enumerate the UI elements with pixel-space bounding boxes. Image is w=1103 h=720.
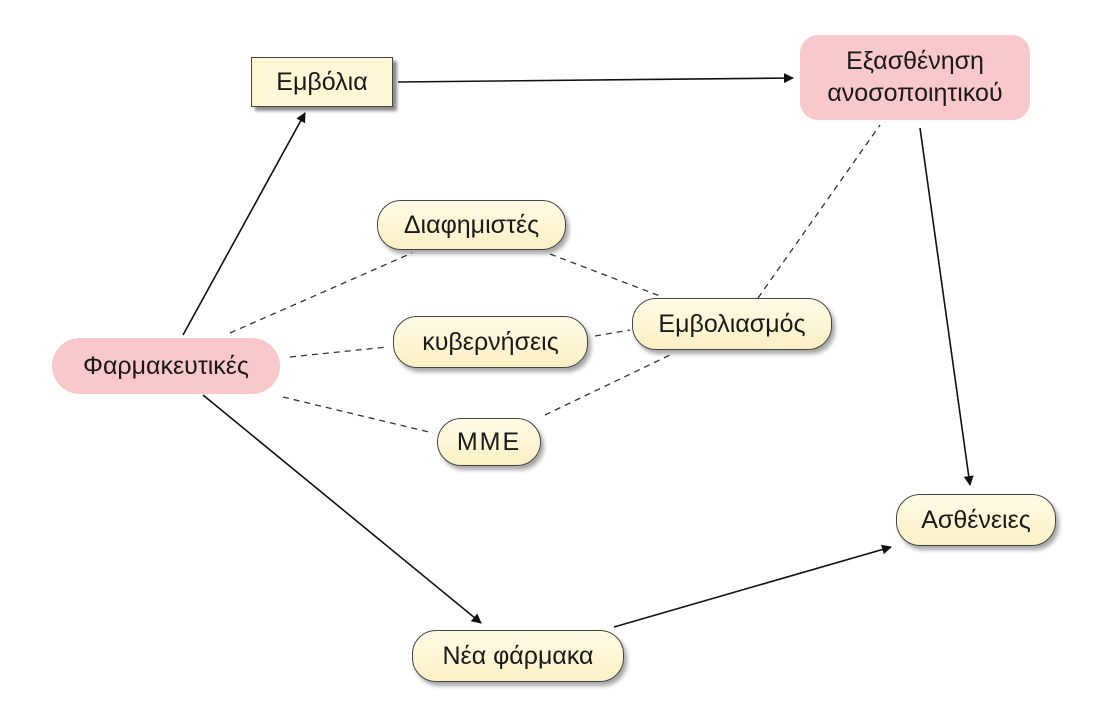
node-farmakeftikes: Φαρμακευτικές — [52, 338, 280, 394]
node-emvolia-label: Εμβόλια — [276, 68, 368, 96]
node-emvolia: Εμβόλια — [251, 57, 393, 107]
node-astheneies: Ασθένειες — [896, 494, 1056, 546]
node-exasthenisi-label-line2: ανοσοποιητικού — [827, 78, 1003, 107]
node-exasthenisi-label-line1: Εξασθένηση — [846, 47, 984, 76]
node-mme-label: ΜΜΕ — [456, 428, 522, 456]
node-farmakeftikes-label: Φαρμακευτικές — [83, 352, 249, 380]
node-emvoliasmos-label: Εμβολιασμός — [658, 310, 806, 338]
dashed-link-kyverniseis-emvoliasmos — [594, 329, 631, 337]
dashed-link-mme-emvoliasmos — [544, 354, 671, 416]
dashed-link-farmakeftikes-diafimistes — [229, 252, 413, 334]
dashed-link-farmakeftikes-kyverniseis — [289, 346, 388, 358]
dashed-link-farmakeftikes-mme — [282, 396, 434, 434]
dashed-link-diafimistes-emvoliasmos — [549, 253, 661, 297]
arrow-farmakeftikes-to-emvolia — [182, 112, 306, 336]
node-emvoliasmos: Εμβολιασμός — [632, 298, 832, 350]
arrow-farmakeftikes-to-nea-farmaka — [202, 394, 482, 624]
node-kyverniseis: κυβερνήσεις — [393, 316, 588, 368]
arrow-exasthenisi-to-astheneies — [919, 127, 974, 486]
node-mme: ΜΜΕ — [437, 418, 541, 466]
node-exasthenisi-anosopoiitikou: Εξασθένηση ανοσοποιητικού — [800, 35, 1030, 120]
node-diafimistes: Διαφημιστές — [377, 200, 566, 250]
node-kyverniseis-label: κυβερνήσεις — [422, 328, 559, 356]
node-diafimistes-label: Διαφημιστές — [403, 211, 540, 239]
node-astheneies-label: Ασθένειες — [921, 506, 1031, 534]
arrow-emvolia-to-exasthenisi — [397, 73, 794, 84]
node-nea-farmaka-label: Νέα φάρμακα — [442, 642, 594, 670]
arrow-nea-farmaka-to-astheneies — [613, 544, 892, 628]
dashed-link-emvoliasmos-exasthenisi — [757, 124, 881, 299]
node-nea-farmaka: Νέα φάρμακα — [412, 630, 624, 682]
